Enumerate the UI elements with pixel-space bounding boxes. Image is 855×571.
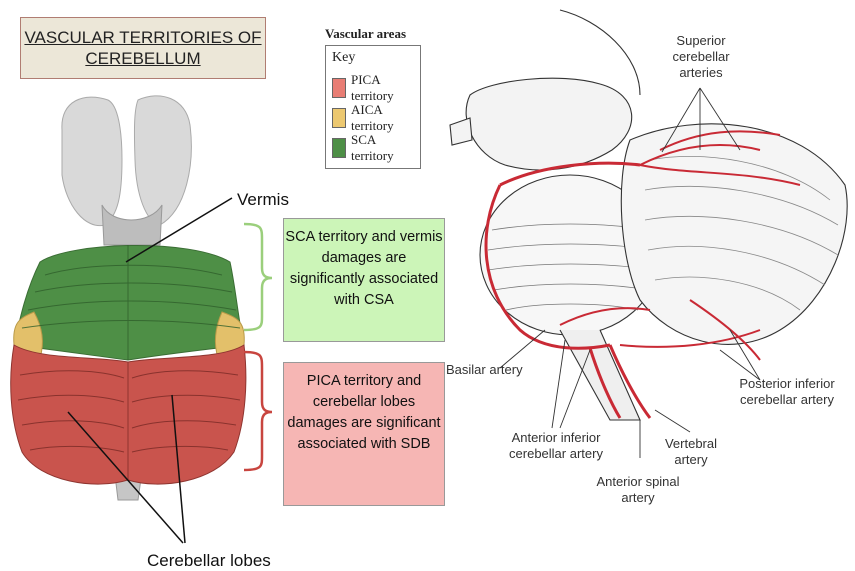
anterior-spinal-artery-label: Anterior spinal artery [586, 474, 690, 506]
sca-callout-box: SCA territory and vermis damages are sig… [283, 218, 445, 342]
pica-callout-box: PICA territory and cerebellar lobes dama… [283, 362, 445, 506]
green-bracket [244, 224, 272, 330]
pica-territory-right-lobe [128, 345, 246, 484]
red-bracket [244, 352, 272, 470]
vertebral-artery-label: Vertebral artery [658, 436, 724, 468]
cerebellar-lobes-label: Cerebellar lobes [147, 551, 271, 571]
sca-territory-region [14, 245, 244, 360]
basilar-artery-label: Basilar artery [446, 362, 523, 378]
legend-label-pica: PICA territory [351, 72, 414, 104]
legend: Vascular areas Key PICA territory AICA t… [325, 26, 421, 169]
arterial-anatomy-drawing [450, 10, 847, 420]
legend-swatch-aica [332, 108, 346, 128]
legend-title: Vascular areas [325, 26, 421, 42]
anterior-inferior-cerebellar-artery-label: Anterior inferior cerebellar artery [496, 430, 616, 462]
legend-box: Key PICA territory AICA territory SCA te… [325, 45, 421, 169]
legend-key-label: Key [332, 50, 414, 66]
legend-item-aica: AICA territory [332, 103, 414, 133]
legend-label-sca: SCA territory [351, 132, 414, 164]
legend-swatch-sca [332, 138, 346, 158]
vermis-label: Vermis [237, 190, 289, 210]
legend-item-pica: PICA territory [332, 73, 414, 103]
posterior-inferior-cerebellar-artery-label: Posterior inferior cerebellar artery [726, 376, 848, 408]
superior-cerebellar-arteries-label: Superior cerebellar arteries [655, 33, 747, 81]
legend-item-sca: SCA territory [332, 133, 414, 163]
legend-label-aica: AICA territory [351, 102, 414, 134]
legend-swatch-pica [332, 78, 346, 98]
